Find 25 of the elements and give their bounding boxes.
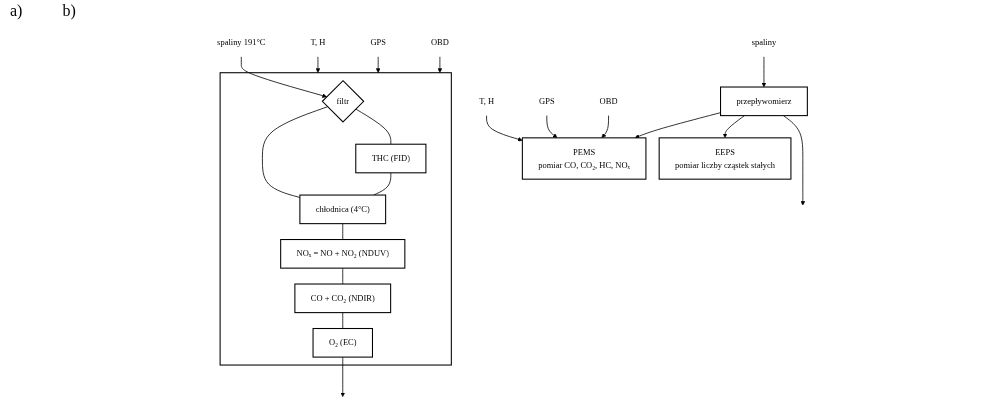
panel-label: b) (62, 2, 76, 22)
connector-line (342, 267, 343, 285)
process-box: chłodnica (4°C) (299, 194, 386, 225)
panel-label: a) (10, 2, 23, 22)
process-box: NOₓ = NO + NO₂ (NDUV) (279, 239, 406, 269)
input-label: T, H (478, 96, 494, 106)
input-label: spaliny 191°C (216, 37, 266, 47)
process-box: PEMS pomiar CO, CO₂, HC, NOₓ (521, 137, 647, 180)
process-box: CO + CO₂ (NDIR) (294, 283, 391, 314)
process-box: EEPS pomiar liczby cząstek stałych (658, 137, 792, 180)
process-box: O₂ (EC) (312, 327, 373, 358)
connector-line (261, 106, 328, 198)
input-label: OBD (599, 96, 618, 106)
connector-line (355, 108, 391, 145)
filter-diamond: filtr (321, 79, 365, 123)
process-box: THC (FID) (354, 143, 427, 174)
connector-line (372, 172, 391, 196)
process-box: przepływomierz (719, 86, 808, 117)
connector-line (342, 312, 343, 329)
connector-line (342, 223, 343, 240)
input-label: OBD (430, 37, 449, 47)
input-label: spaliny (751, 37, 776, 47)
input-label: GPS (370, 37, 386, 47)
input-label: T, H (310, 37, 326, 47)
input-label: GPS (538, 96, 555, 106)
